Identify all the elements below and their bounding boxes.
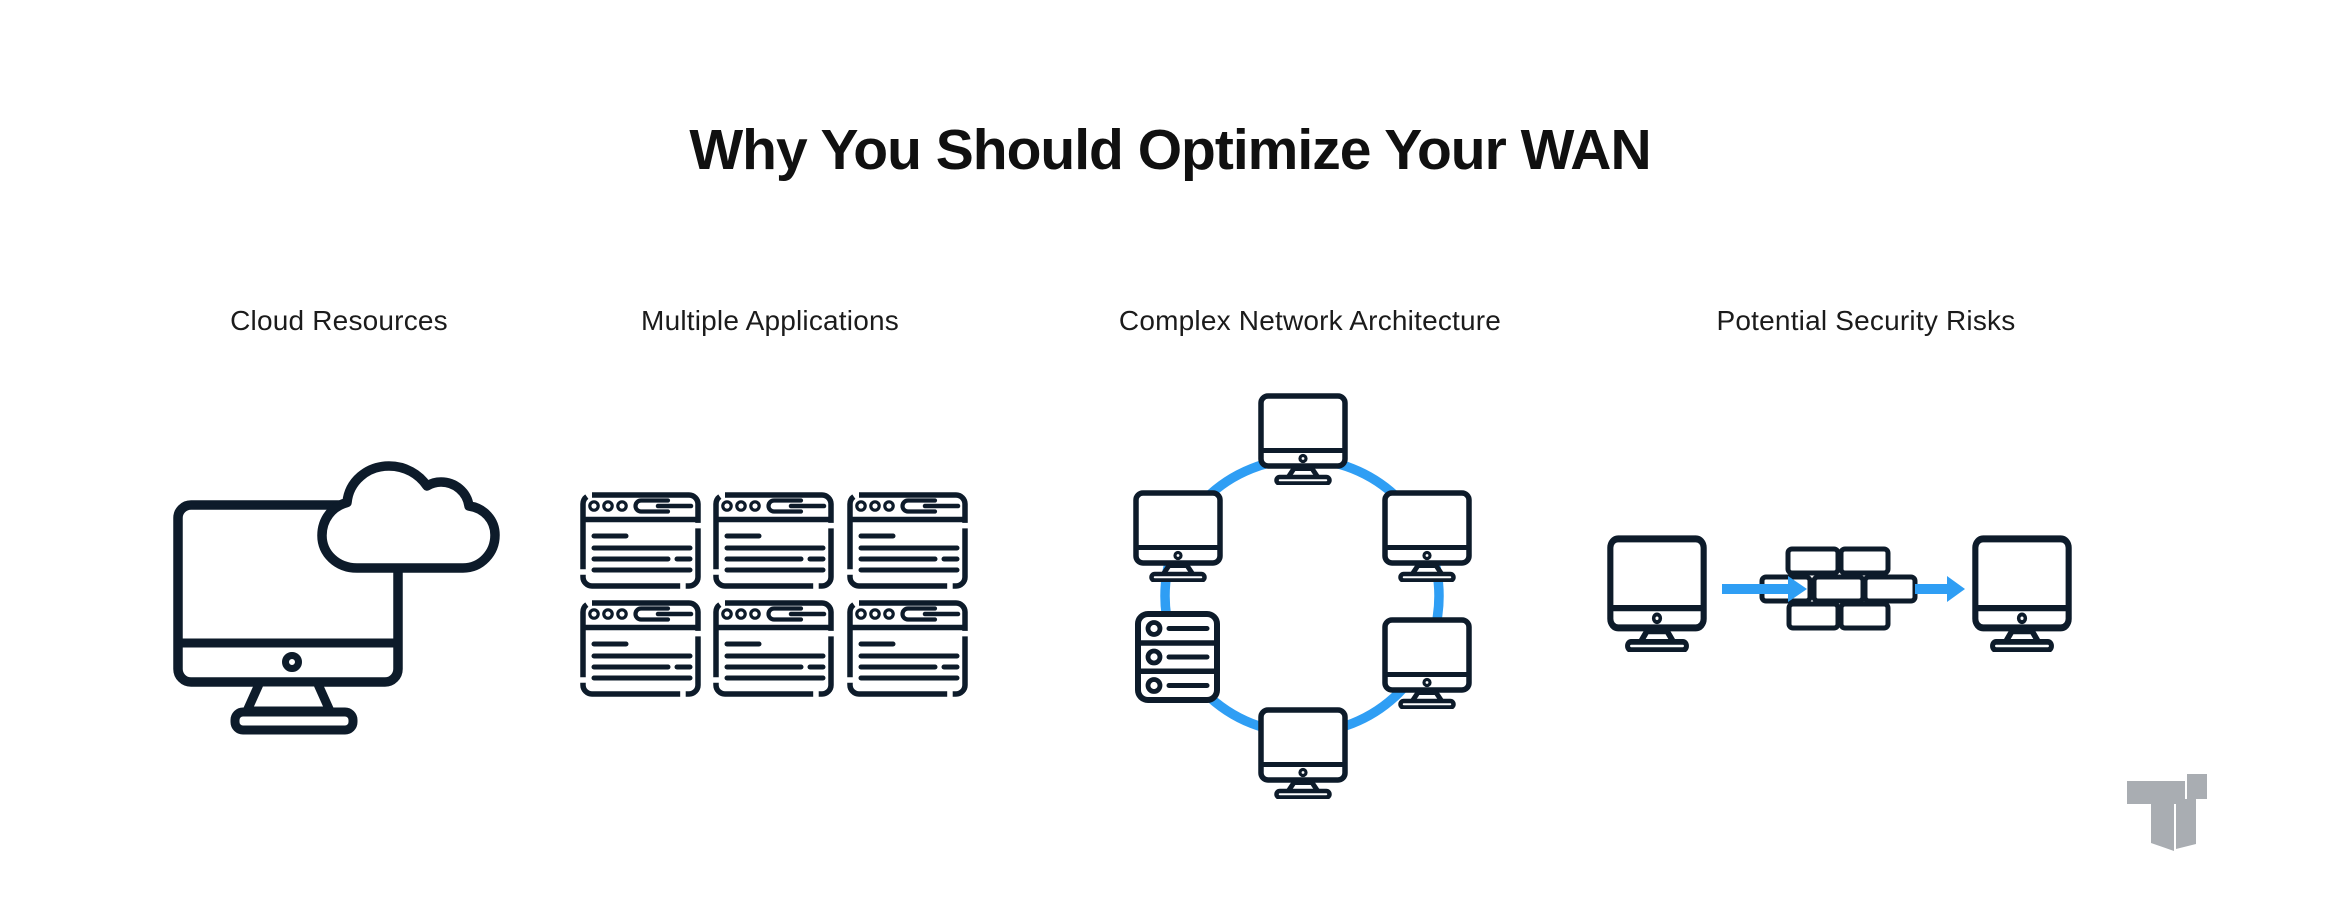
security-monitor-right bbox=[1975, 539, 2068, 650]
section-label-cloud-resources: Cloud Resources bbox=[230, 305, 448, 336]
browser-window bbox=[583, 603, 698, 694]
tt-monogram-logo bbox=[2127, 774, 2207, 851]
network-monitor-upper-left bbox=[1136, 493, 1220, 581]
browser-window bbox=[716, 603, 831, 694]
security-monitor-left bbox=[1610, 539, 1703, 650]
server-rack-icon bbox=[1135, 611, 1220, 703]
network-ring-icon bbox=[1080, 370, 1530, 810]
browser-window bbox=[716, 495, 831, 586]
browser-window bbox=[583, 495, 698, 586]
page-title: Why You Should Optimize Your WAN bbox=[689, 118, 1651, 182]
section-label-multiple-applications: Multiple Applications bbox=[641, 305, 899, 336]
network-monitor-upper-right bbox=[1385, 493, 1469, 581]
browser-window bbox=[850, 603, 965, 694]
arrow-into-firewall bbox=[1722, 576, 1807, 602]
cloud-icon bbox=[317, 461, 500, 573]
section-label-complex-network-architecture: Complex Network Architecture bbox=[1118, 305, 1502, 336]
arrow-out-of-firewall bbox=[1915, 576, 1965, 602]
browser-windows-grid-icon bbox=[575, 485, 975, 705]
network-monitor-top bbox=[1261, 396, 1345, 484]
network-monitor-bottom bbox=[1261, 710, 1345, 798]
section-label-potential-security-risks: Potential Security Risks bbox=[1716, 305, 2016, 336]
computer-with-cloud-icon bbox=[173, 461, 500, 735]
firewall-traffic-icon bbox=[1590, 510, 2210, 670]
browser-window bbox=[850, 495, 965, 586]
